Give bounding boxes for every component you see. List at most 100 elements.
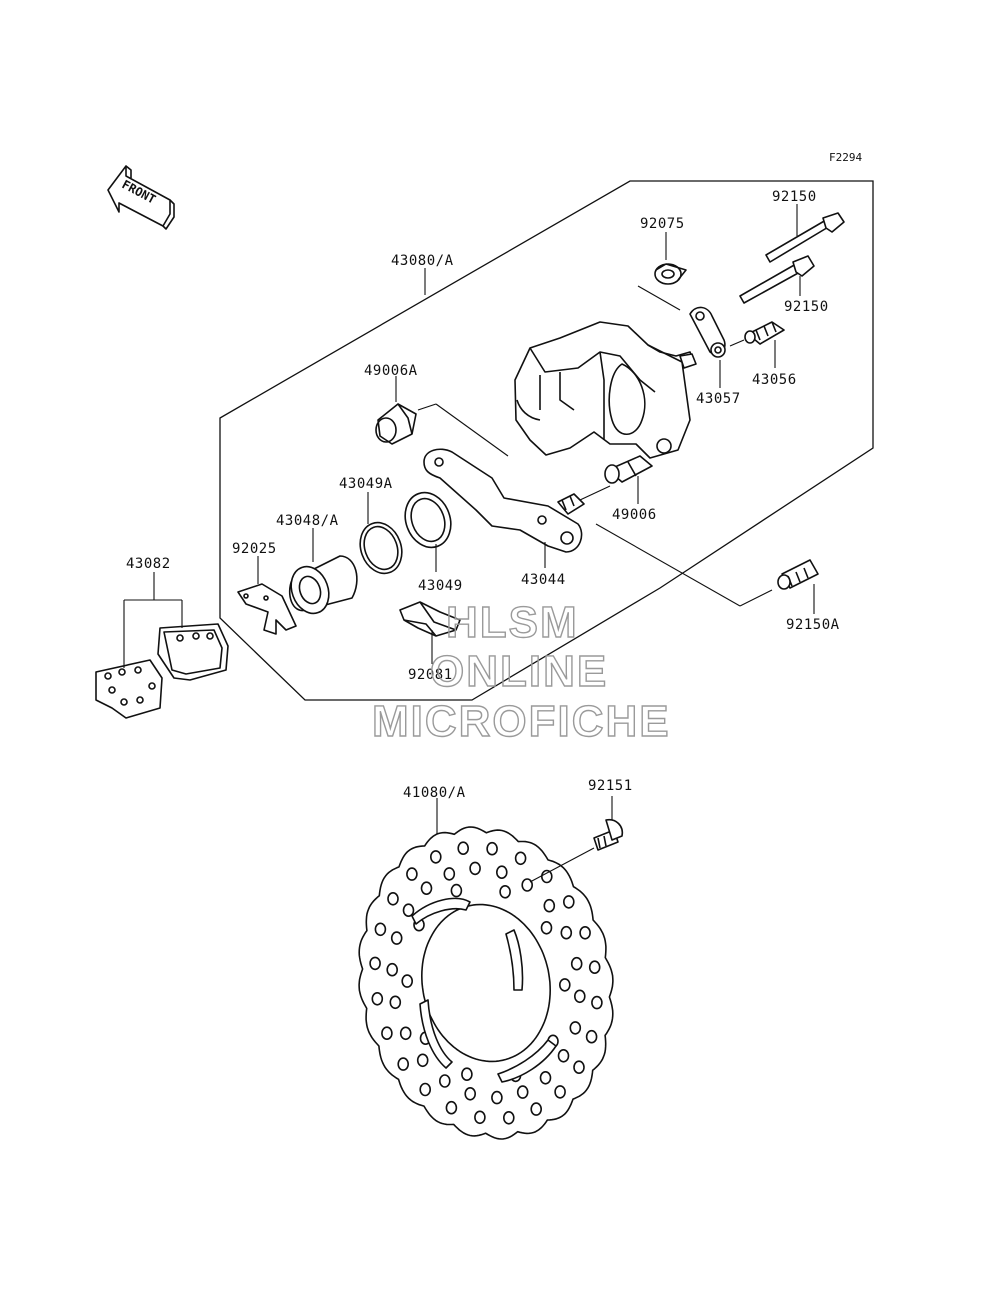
caliper-assembly-frame <box>219 180 874 701</box>
disc-hole <box>486 841 498 856</box>
leader-43057b <box>729 339 745 347</box>
disc-hole <box>474 1110 486 1125</box>
disc-hole <box>457 841 470 856</box>
bolt-92150a <box>777 559 819 590</box>
disc-hole <box>521 878 534 892</box>
disc-hole <box>420 881 433 896</box>
disc-hole <box>390 931 403 945</box>
disc-hole <box>495 865 508 880</box>
disc-hole <box>588 960 601 975</box>
watermark-line2: ONLINE <box>430 647 608 696</box>
link-43057 <box>679 306 726 369</box>
leader-49006b <box>579 485 611 501</box>
label-92075: 92075 <box>640 216 685 232</box>
label-49006a: 49006A <box>364 363 418 379</box>
disc-hole <box>461 1067 473 1081</box>
disc-hole <box>579 925 591 940</box>
disc-hole <box>381 1026 393 1040</box>
pin-92150-mid <box>739 255 815 304</box>
front-arrow-icon: FRONT <box>107 165 175 230</box>
label-43049: 43049 <box>418 578 463 594</box>
brake-pads-43082 <box>95 623 229 719</box>
label-92081: 92081 <box>408 667 453 683</box>
disc-hole <box>387 891 399 906</box>
disc-hole <box>573 989 586 1004</box>
seal-43049 <box>404 491 452 549</box>
disc-hole <box>399 1026 412 1041</box>
label-43049a: 43049A <box>339 476 393 492</box>
disc-hole <box>540 920 553 935</box>
pin-92150-top <box>765 212 845 263</box>
disc-hole <box>557 1049 570 1063</box>
label-92150a: 92150A <box>786 617 840 633</box>
figure-code: F2294 <box>829 151 862 164</box>
disc-hole <box>516 1085 529 1099</box>
label-49006: 49006 <box>612 507 657 523</box>
boot-92075 <box>654 263 687 285</box>
leader-92075b <box>637 285 681 311</box>
disc-hole <box>371 991 384 1006</box>
spring-92081 <box>399 601 461 637</box>
disc-hole <box>464 1087 477 1101</box>
disc-hole <box>389 995 402 1010</box>
disc-hole <box>450 883 463 898</box>
disc-hole <box>573 1060 585 1074</box>
disc-hole <box>369 956 381 971</box>
label-92150-mid: 92150 <box>784 299 829 315</box>
bleed-valve-43056 <box>744 321 785 345</box>
disc-hole <box>562 895 575 909</box>
label-92025: 92025 <box>232 541 277 557</box>
disc-hole <box>401 974 414 988</box>
disc-hole <box>539 1071 552 1085</box>
disc-hole <box>530 1102 543 1116</box>
disc-hole <box>585 1029 598 1044</box>
disc-hole <box>397 1057 410 1071</box>
disc-hole <box>569 1021 582 1035</box>
clip-92025 <box>237 583 297 635</box>
piston-43048a <box>288 555 358 615</box>
bolt-92151 <box>593 818 624 851</box>
label-92150-top: 92150 <box>772 189 817 205</box>
label-41080a: 41080/A <box>403 785 466 801</box>
disc-hole <box>429 850 442 864</box>
label-43080a: 43080/A <box>391 253 454 269</box>
label-43056: 43056 <box>752 372 797 388</box>
disc-hole <box>540 869 553 884</box>
disc-hole <box>386 962 399 977</box>
disc-hole <box>558 978 571 992</box>
disc-hole <box>406 867 418 881</box>
boot-49006a <box>375 403 417 445</box>
label-43057: 43057 <box>696 391 741 407</box>
label-43048a: 43048/A <box>276 513 339 529</box>
disc-hole <box>438 1074 451 1088</box>
disc-hole <box>491 1090 503 1105</box>
disc-hole <box>514 851 527 866</box>
leader-49006a-b <box>417 403 437 411</box>
leader-43044c <box>739 589 773 607</box>
bracket-43044 <box>423 448 585 553</box>
leader-92151b <box>529 847 595 883</box>
disc-hole <box>591 995 603 1010</box>
disc-hole <box>402 903 415 918</box>
disc-hole <box>416 1053 429 1068</box>
disc-hole <box>443 867 456 881</box>
watermark-line3: MICROFICHE <box>372 697 671 746</box>
pin-49006 <box>604 455 653 484</box>
disc-hole <box>570 956 583 971</box>
disc-hole <box>445 1100 458 1115</box>
disc-hole <box>543 898 556 913</box>
label-92151: 92151 <box>588 778 633 794</box>
label-43044: 43044 <box>521 572 566 588</box>
seal-43049a <box>359 521 403 575</box>
disc-hole <box>554 1085 566 1099</box>
disc-hole <box>419 1082 432 1097</box>
disc-hole <box>469 861 481 876</box>
leader-43044b <box>595 523 741 607</box>
leader-49006a-c <box>435 403 509 457</box>
disc-hole <box>374 922 387 937</box>
label-43082: 43082 <box>126 556 171 572</box>
disc-hole <box>499 884 511 899</box>
disc-hole <box>560 925 573 940</box>
disc-hole <box>502 1111 515 1125</box>
